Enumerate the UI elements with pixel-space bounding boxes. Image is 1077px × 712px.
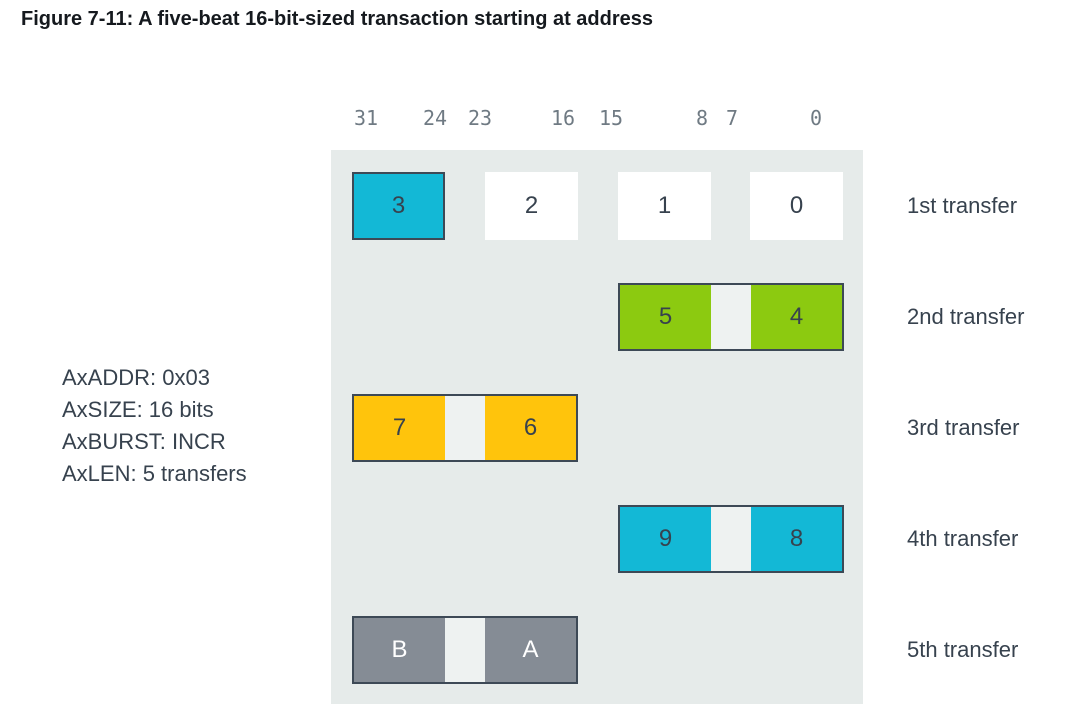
bit-label-7: 7 bbox=[725, 106, 739, 130]
transfer-label-3: 3rd transfer bbox=[907, 415, 1020, 440]
figure-title: Figure 7-11: A five-beat 16-bit-sized tr… bbox=[21, 8, 654, 30]
byte-cell-A: A bbox=[485, 618, 576, 682]
bit-label-0: 0 bbox=[809, 106, 823, 130]
byte-cell-9: 9 bbox=[620, 507, 711, 571]
bit-label-16: 16 bbox=[550, 106, 576, 130]
bit-label-23: 23 bbox=[467, 106, 493, 130]
transfer-4-group: 9 8 bbox=[618, 505, 844, 573]
transfer-3-group: 7 6 bbox=[352, 394, 578, 462]
param-axlen: AxLEN: 5 transfers bbox=[62, 461, 247, 486]
bit-label-24: 24 bbox=[422, 106, 448, 130]
bit-label-8: 8 bbox=[695, 106, 709, 130]
transfer-5-group: B A bbox=[352, 616, 578, 684]
byte-cell-5: 5 bbox=[620, 285, 711, 349]
bit-position-labels: 31 24 23 16 15 8 7 0 bbox=[0, 106, 1077, 136]
byte-cell-3: 3 bbox=[352, 172, 445, 240]
param-axsize: AxSIZE: 16 bits bbox=[62, 397, 214, 422]
byte-cell-7: 7 bbox=[354, 396, 445, 460]
byte-cell-B: B bbox=[354, 618, 445, 682]
byte-cell-6: 6 bbox=[485, 396, 576, 460]
transfer-label-5: 5th transfer bbox=[907, 637, 1019, 662]
transfer-label-4: 4th transfer bbox=[907, 526, 1019, 551]
byte-cell-8: 8 bbox=[751, 507, 842, 571]
byte-cell-1: 1 bbox=[618, 172, 711, 240]
byte-lane-panel: 3 2 1 0 5 4 7 6 9 8 B A bbox=[331, 150, 863, 704]
transfer-label-2: 2nd transfer bbox=[907, 304, 1025, 329]
transaction-params: AxADDR: 0x03 AxSIZE: 16 bits AxBURST: IN… bbox=[62, 362, 247, 490]
byte-cell-2: 2 bbox=[485, 172, 578, 240]
param-axburst: AxBURST: INCR bbox=[62, 429, 226, 454]
transfer-2-group: 5 4 bbox=[618, 283, 844, 351]
byte-cell-4: 4 bbox=[751, 285, 842, 349]
transfer-label-1: 1st transfer bbox=[907, 193, 1018, 218]
byte-cell-0: 0 bbox=[750, 172, 843, 240]
bit-label-31: 31 bbox=[353, 106, 379, 130]
bit-label-15: 15 bbox=[598, 106, 624, 130]
param-axaddr: AxADDR: 0x03 bbox=[62, 365, 210, 390]
